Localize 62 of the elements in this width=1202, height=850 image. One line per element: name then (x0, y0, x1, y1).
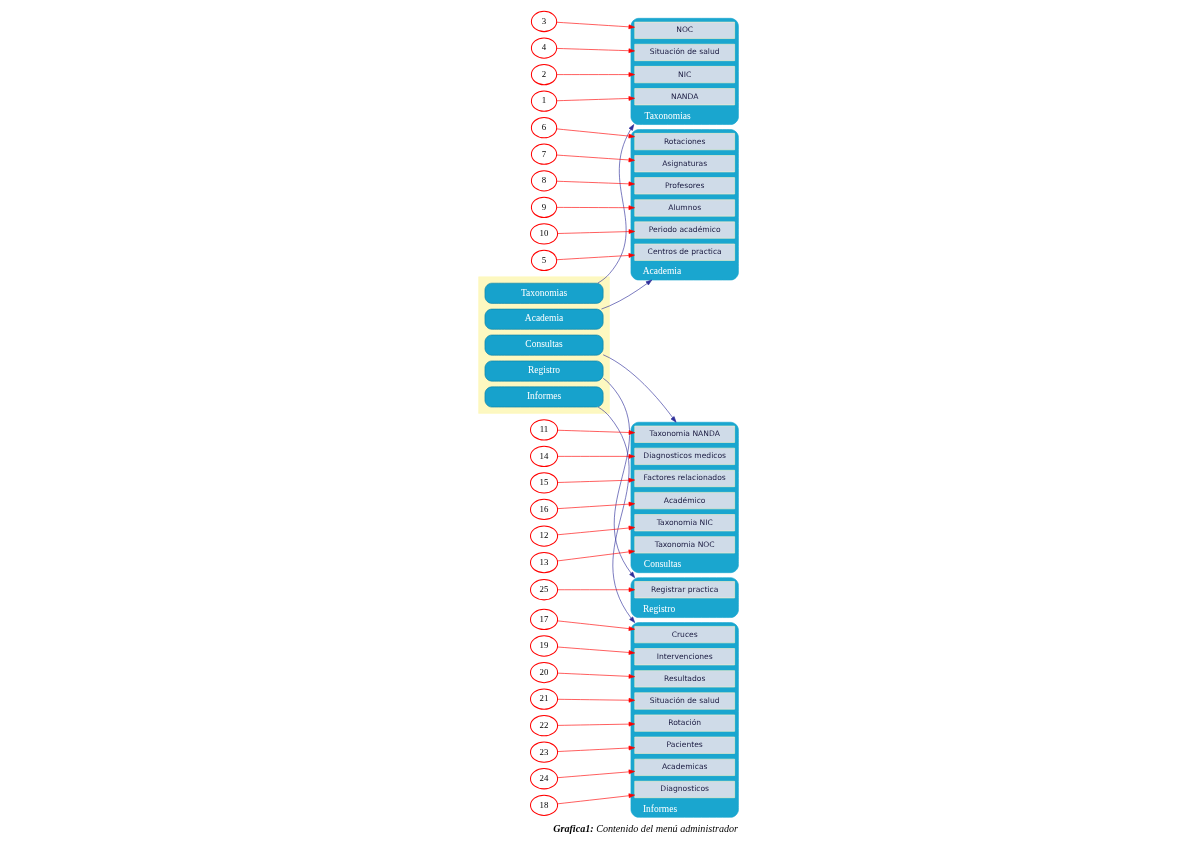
arrow (557, 620, 635, 631)
arrow (557, 697, 635, 703)
arrow (557, 672, 635, 679)
arrow (556, 96, 635, 102)
arrow (556, 180, 635, 187)
arrow (556, 48, 635, 53)
arrow (556, 154, 635, 163)
arrow (557, 769, 635, 778)
arrow (557, 587, 635, 593)
caption: Grafica1: Contenido del menú administrador (553, 823, 739, 835)
node-ellipse: 19 (530, 635, 559, 657)
node-ellipse: 3 (530, 10, 558, 33)
node-box: Taxonomias (484, 282, 604, 304)
node-box: Consultas (484, 334, 604, 356)
node-ellipse: 14 (530, 445, 559, 467)
node-ellipse: 15 (530, 472, 559, 494)
node-ellipse: 20 (530, 661, 559, 684)
arrow (557, 477, 635, 483)
cluster (478, 276, 610, 414)
arrow (557, 745, 635, 752)
arrow (556, 72, 635, 77)
node-ellipse: 4 (530, 37, 558, 59)
node-ellipse: 9 (530, 196, 558, 218)
arrow (556, 253, 635, 261)
arrow (556, 549, 635, 562)
node-ellipse: 23 (530, 741, 559, 763)
arrow (557, 454, 635, 459)
node-ellipse: 5 (530, 249, 558, 272)
node-ellipse: 17 (530, 608, 559, 631)
node-ellipse: 8 (530, 170, 558, 192)
arrow (557, 646, 635, 655)
node-ellipse: 21 (530, 688, 559, 710)
arrow (597, 406, 636, 623)
node-box: Informes (484, 386, 604, 408)
arrow (557, 721, 635, 727)
arrow (557, 793, 635, 805)
arrow (557, 525, 635, 536)
node-ellipse: 18 (530, 794, 559, 816)
node-ellipse: 12 (530, 525, 559, 547)
node-box: Academia (484, 308, 604, 330)
node-ellipse: 16 (530, 498, 559, 521)
node-ellipse: 24 (530, 768, 559, 790)
arrow (556, 128, 635, 139)
node-ellipse: 7 (530, 143, 558, 165)
arrow (602, 354, 677, 423)
node-ellipse: 2 (530, 63, 558, 86)
arrow (597, 124, 635, 284)
arrow (557, 501, 635, 509)
arrow (556, 205, 635, 210)
arrow (557, 229, 635, 234)
node-ellipse: 6 (530, 117, 558, 139)
node-ellipse: 11 (530, 419, 559, 441)
node-ellipse: 1 (530, 90, 558, 112)
arrow (557, 429, 635, 435)
node-box: Registro (484, 360, 604, 382)
arrow (556, 21, 635, 30)
arrow (601, 279, 653, 310)
node-ellipse: 13 (530, 551, 559, 574)
node-ellipse: 10 (530, 223, 559, 245)
node-ellipse: 25 (530, 579, 559, 601)
arrow (602, 378, 636, 579)
node-ellipse: 22 (530, 715, 559, 737)
